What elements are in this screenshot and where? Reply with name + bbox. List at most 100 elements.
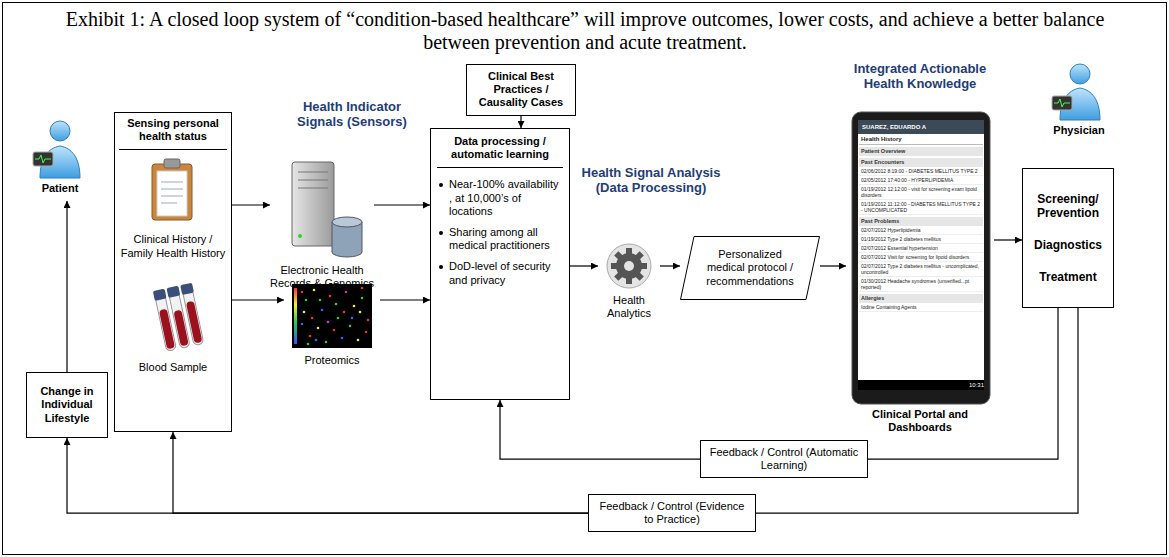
proteomics-picture-part xyxy=(303,311,306,314)
screen-item: 01/30/2012 Headache syndromes (unverifie… xyxy=(859,277,983,292)
tablet-device-part xyxy=(858,120,984,134)
label-holder: 10:31 xyxy=(956,381,984,389)
screen-item: 02/06/2012 8:19:00 - DIABETES MELLITUS T… xyxy=(859,167,983,176)
flow-arrow xyxy=(173,432,588,513)
proteomics-picture-part xyxy=(349,325,352,328)
gear-icon-part-part xyxy=(616,253,642,279)
figure-frame xyxy=(3,3,1167,555)
proteomics-picture-part xyxy=(319,299,322,302)
patient-figure-part xyxy=(33,152,53,166)
server-database-picture-part xyxy=(298,234,302,238)
flow-arrow xyxy=(570,265,598,266)
proteomics-picture-part xyxy=(341,337,344,340)
clipboard-picture-part xyxy=(157,171,187,216)
proteomics-picture-part xyxy=(301,291,304,294)
feedback-box: Feedback / Control (Automatic Learning) xyxy=(700,440,868,478)
node-label: Electronic Health Records & Genomics xyxy=(270,264,374,290)
stage-heading: Integrated Actionable Health Knowledge xyxy=(846,62,994,92)
node-label: Feedback / Control (Evidence to Practice… xyxy=(594,500,750,526)
node-label: Patient xyxy=(22,182,98,195)
sensing-panel: Sensing personal health statusClinical H… xyxy=(114,112,232,432)
title-holder: Exhibit 1: A closed loop system of “cond… xyxy=(60,8,1110,54)
proteomics-picture-part xyxy=(361,297,364,300)
patient-icon: Patient xyxy=(22,118,98,201)
proteomics-picture-part xyxy=(329,295,332,298)
proteomics-picture-part xyxy=(317,327,320,330)
proteomics-picture-part xyxy=(345,291,348,294)
patient-figure-part xyxy=(50,121,70,141)
proteomics-picture-part xyxy=(305,299,308,302)
server-database-picture-part xyxy=(332,217,362,227)
flow-arrow xyxy=(380,299,430,300)
flow-arrow xyxy=(232,299,284,300)
proteomics-picture-part xyxy=(294,288,297,344)
screen-section: Past Problems xyxy=(859,217,983,226)
gear-icon-part-part xyxy=(624,261,634,271)
feedback-box: Feedback / Control (Evidence to Practice… xyxy=(588,494,756,532)
proteomics-picture-part xyxy=(337,317,340,320)
best-practice-box: Clinical Best Practices / Causality Case… xyxy=(466,64,576,116)
screen-section: Allergies xyxy=(859,294,983,303)
server-database-picture-part xyxy=(292,162,334,246)
node-label: Screening/ Prevention xyxy=(1028,192,1108,221)
screen-item: 01/19/2012 Type 2 diabetes mellitus xyxy=(859,235,983,244)
blood-tubes-picture-part xyxy=(182,287,204,346)
tablet-device xyxy=(852,112,990,404)
screen-item: 02/07/2012 Visit for screening for lipoi… xyxy=(859,253,983,262)
proteomics-picture-part xyxy=(327,321,330,324)
proteomics-picture-part xyxy=(321,309,324,312)
clipboard-picture-part xyxy=(161,203,177,204)
node-label: Physician xyxy=(1036,124,1122,137)
gear-icon xyxy=(607,244,651,288)
clipboard-picture-part xyxy=(152,164,192,220)
tablet-device-part xyxy=(858,120,984,390)
node-label: Personalized medical protocol / recommen… xyxy=(700,248,800,288)
blood-tubes-picture-part xyxy=(166,286,180,298)
flow-arrow xyxy=(66,201,67,372)
flow-arrow xyxy=(868,308,1058,459)
physician-figure xyxy=(1052,64,1100,120)
stage-heading: Health Signal Analysis (Data Processing) xyxy=(578,166,724,196)
proteomics-picture-part xyxy=(335,303,338,306)
tablet-device-part xyxy=(858,380,984,390)
proteomics-picture-part xyxy=(301,323,304,326)
flow-arrow xyxy=(756,308,1078,513)
proteomics-picture-part xyxy=(309,335,312,338)
patient-figure xyxy=(33,121,80,178)
screen-item: 02/07/2012 Hyperlipidemia xyxy=(859,226,983,235)
node-label: Blood Sample xyxy=(119,361,227,374)
proteomics-picture xyxy=(292,284,372,348)
data-processing-box: Data processing / automatic learningNear… xyxy=(430,128,570,400)
bullet-text: Near-100% availability , at 10,000’s of … xyxy=(437,178,563,218)
screen-clock: 10:31 xyxy=(956,381,984,389)
bullet-text: DoD-level of security and privacy xyxy=(437,260,563,286)
bullet-dot xyxy=(439,265,443,269)
flow-arrow xyxy=(660,265,680,266)
screen-section: Patient Overview xyxy=(859,147,983,156)
proteomics-picture-part xyxy=(359,311,362,314)
label-holder: Health Indicator Signals (Sensors) xyxy=(286,100,418,130)
physician-icon: Physician xyxy=(1036,60,1122,143)
node-label: Diagnostics xyxy=(1028,238,1108,252)
bullet-dot xyxy=(439,231,443,235)
gear-icon-part xyxy=(611,248,647,284)
proteomics-picture-part xyxy=(367,319,370,322)
physician-figure-part xyxy=(1052,96,1072,110)
server-database-picture-part xyxy=(298,180,328,181)
proteomics-picture-part xyxy=(292,284,372,348)
physician-figure-part xyxy=(1054,99,1070,107)
analytics-gear-node: Health Analytics xyxy=(598,242,660,328)
node-label: Health Analytics xyxy=(598,294,660,320)
flow-arrow xyxy=(232,204,270,205)
screen-item: 02/07/2012 Essential hypertension xyxy=(859,244,983,253)
proteomics-picture-part xyxy=(311,317,314,320)
proteomics-picture-part xyxy=(357,339,360,342)
server-database-picture-part xyxy=(362,222,363,252)
node-label: Treatment xyxy=(1028,270,1108,284)
blood-tubes-picture-part xyxy=(159,309,175,350)
figure-title: Exhibit 1: A closed loop system of “cond… xyxy=(60,8,1110,54)
clipboard-picture-part xyxy=(161,196,183,197)
proteomics-picture-part xyxy=(307,343,310,346)
